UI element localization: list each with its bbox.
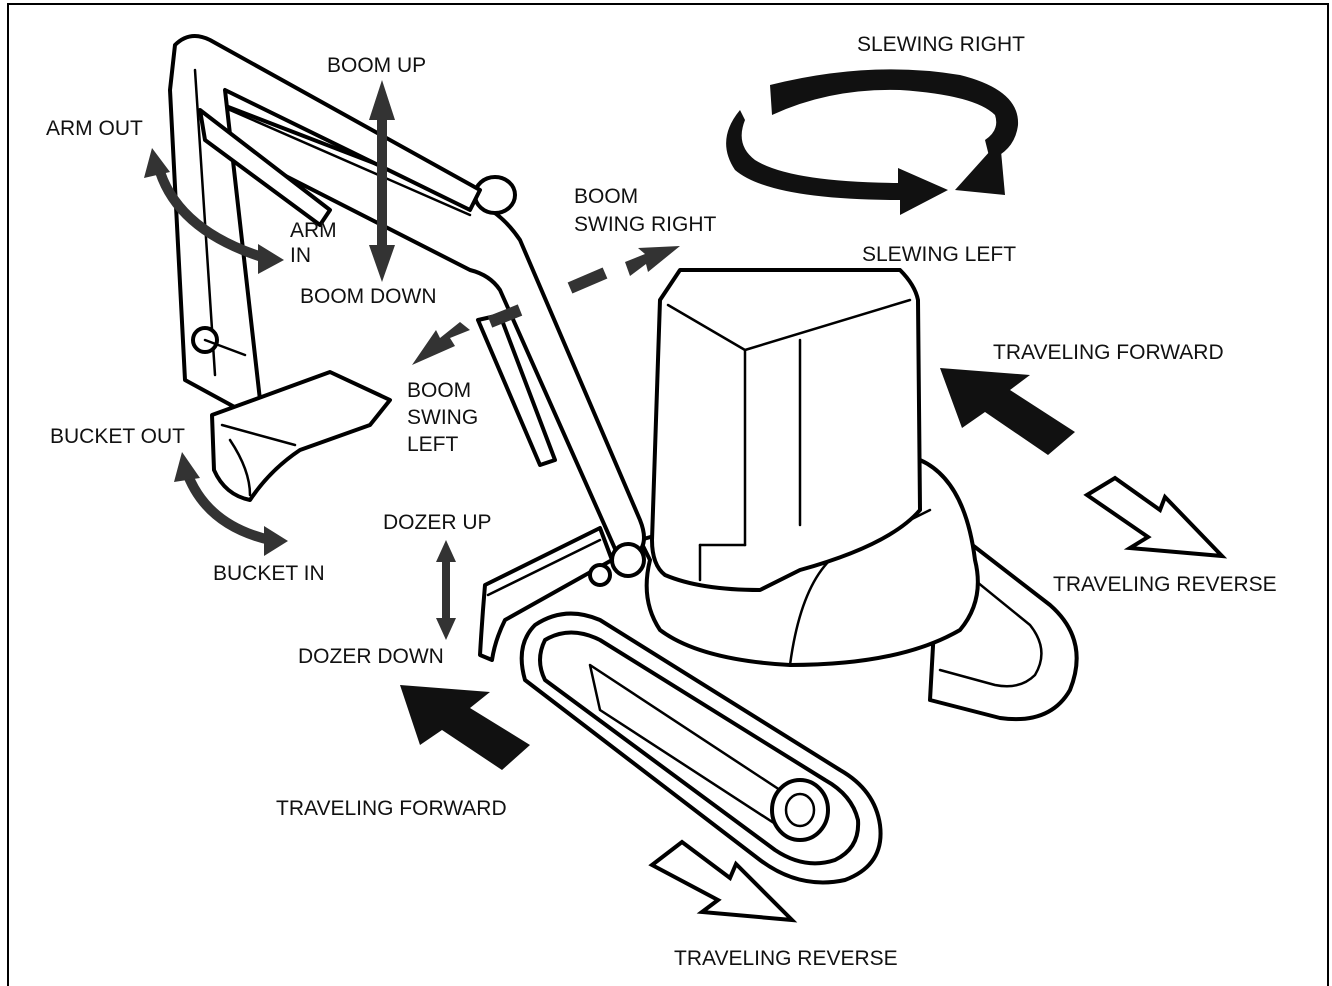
dozer-blade <box>478 526 614 662</box>
operation-labels: BOOM UP ARM OUT ARM IN BOOM DOWN BOOM SW… <box>46 33 1277 970</box>
traveling-reverse-right-arrow-icon <box>1083 475 1228 559</box>
label-boom-up: BOOM UP <box>327 54 426 77</box>
label-boom-down: BOOM DOWN <box>300 285 437 308</box>
slewing-arrow-icon <box>726 69 1019 215</box>
label-traveling-forward-right: TRAVELING FORWARD <box>993 341 1224 364</box>
label-boom-swing-right-line2: SWING RIGHT <box>574 213 716 236</box>
label-slewing-left: SLEWING LEFT <box>862 243 1016 266</box>
label-dozer-up: DOZER UP <box>383 511 492 534</box>
label-slewing-right: SLEWING RIGHT <box>857 33 1025 56</box>
label-traveling-forward-left: TRAVELING FORWARD <box>276 797 507 820</box>
label-dozer-down: DOZER DOWN <box>298 645 444 668</box>
label-boom-swing-left-line1: BOOM <box>407 379 471 402</box>
traveling-reverse-bottom-arrow-icon <box>648 839 798 923</box>
boom-swing-left-arrow-icon <box>412 304 523 365</box>
traveling-forward-left-arrow-icon <box>400 685 530 770</box>
label-boom-swing-left-line3: LEFT <box>407 433 459 456</box>
motion-arrows <box>144 69 1228 923</box>
label-arm-in-line1: ARM <box>290 219 337 242</box>
bucket-out-in-arrow-icon <box>174 452 288 556</box>
label-arm-in-line2: IN <box>290 244 311 267</box>
traveling-forward-right-arrow-icon <box>940 368 1075 455</box>
label-bucket-out: BUCKET OUT <box>50 425 185 448</box>
boom-up-down-arrow-icon <box>369 80 395 282</box>
label-traveling-reverse-bottom: TRAVELING REVERSE <box>674 947 898 970</box>
label-arm-out: ARM OUT <box>46 117 143 140</box>
dozer-up-down-arrow-icon <box>436 540 456 640</box>
label-boom-swing-left-line2: SWING <box>407 406 478 429</box>
arm-out-in-arrow-icon <box>144 148 284 274</box>
label-boom-swing-right-line1: BOOM <box>574 185 638 208</box>
boom-swing-right-arrow-icon <box>567 246 680 294</box>
label-bucket-in: BUCKET IN <box>213 562 325 585</box>
upper-body <box>638 268 980 667</box>
arm <box>168 34 482 412</box>
bucket <box>210 370 392 502</box>
label-traveling-reverse-right: TRAVELING REVERSE <box>1053 573 1277 596</box>
diagram-frame <box>7 3 1329 986</box>
excavator-illustration <box>168 34 1079 885</box>
front-track <box>519 611 883 885</box>
